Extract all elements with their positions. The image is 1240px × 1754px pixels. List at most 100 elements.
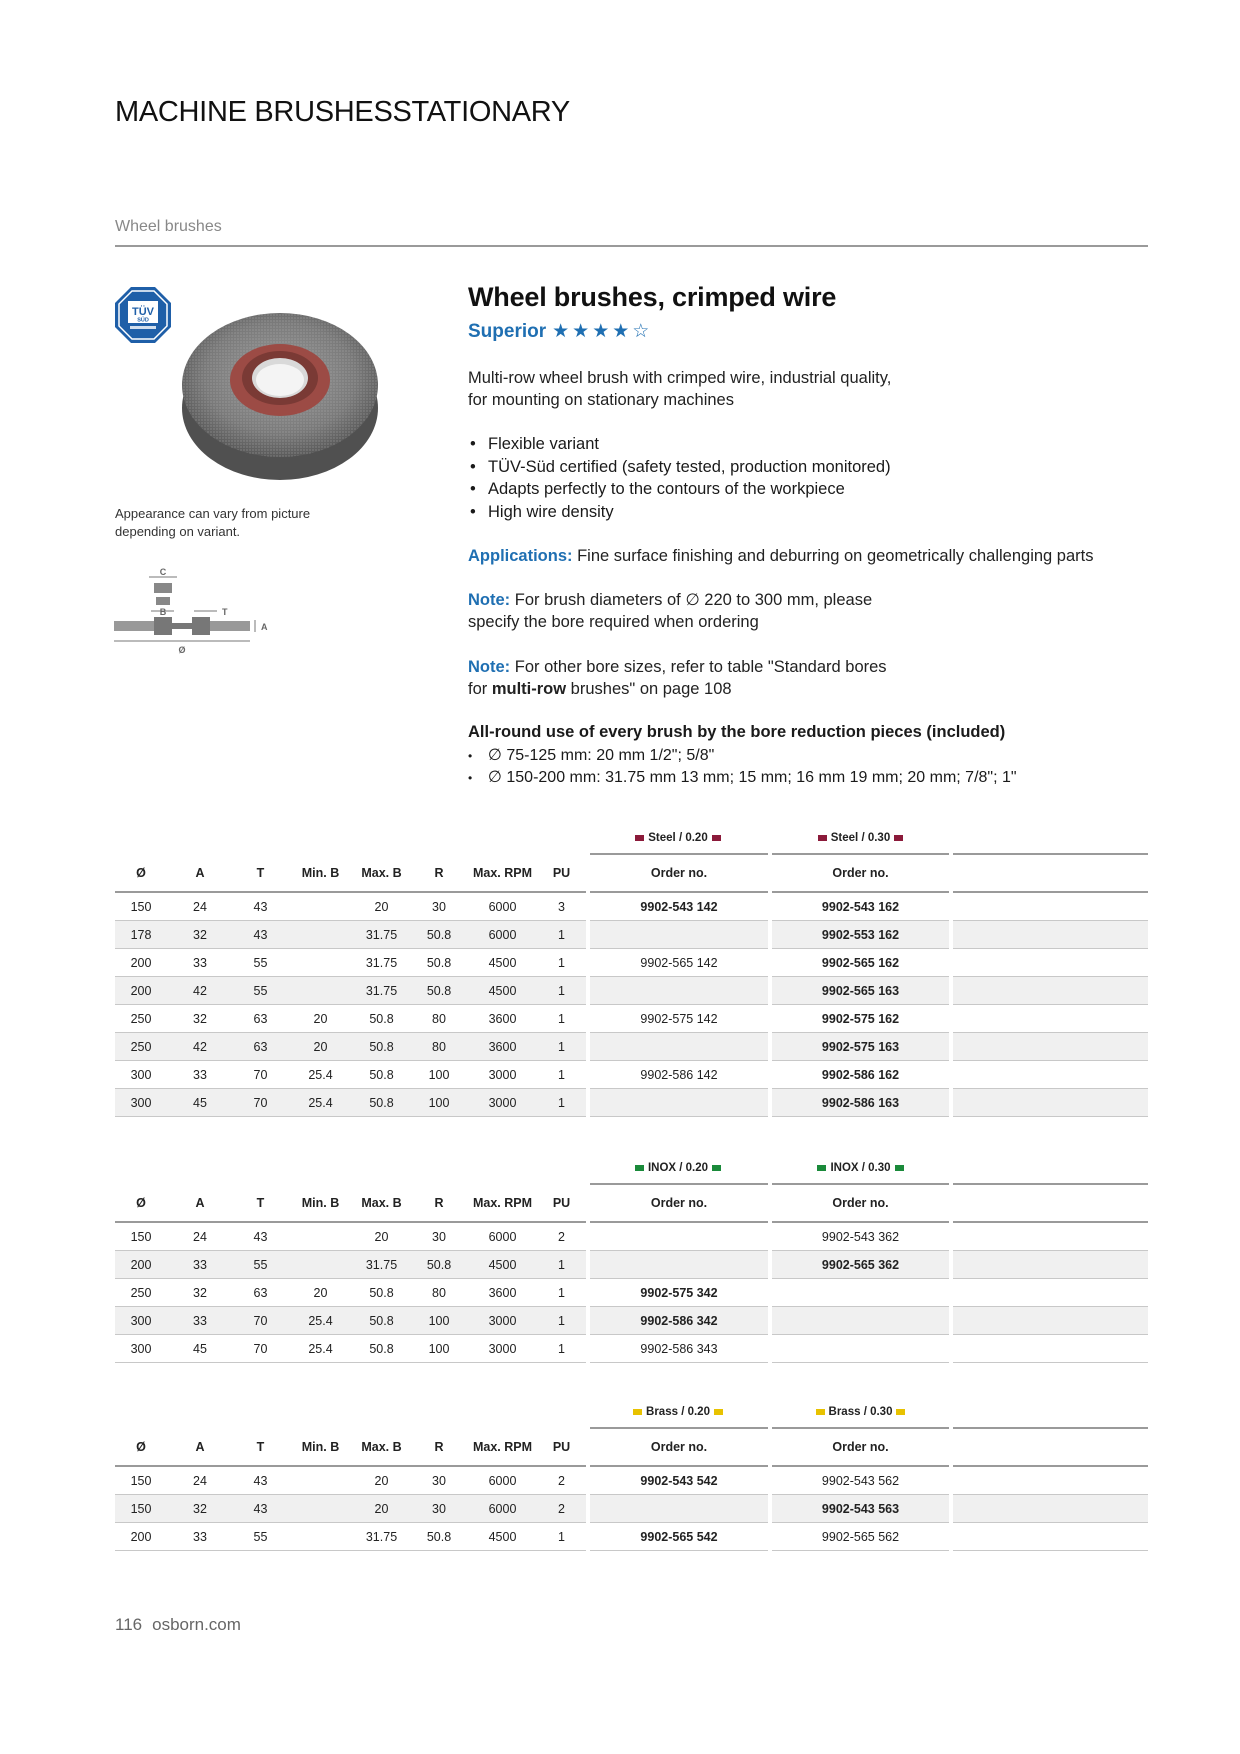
material-color-icon (817, 1164, 827, 1171)
column-header: Order no. (768, 854, 951, 893)
cell-d: 150 (115, 892, 167, 921)
page-footer: 116 osborn.com (115, 1615, 251, 1635)
cell-maxb: 50.8 (353, 1060, 410, 1089)
cell-maxb: 50.8 (353, 1004, 410, 1033)
cell-d: 150 (115, 1494, 167, 1523)
column-header: Max. B (353, 1428, 410, 1467)
column-header: PU (537, 1428, 588, 1467)
order-number: 9902-586 342 (586, 1306, 770, 1335)
cell-a: 24 (167, 892, 233, 921)
cell-t: 63 (233, 1278, 288, 1307)
material-header: Brass / 0.20 (588, 1397, 770, 1429)
cell-r: 50.8 (410, 920, 468, 949)
cell-rpm: 3600 (468, 1278, 537, 1307)
cell-r: 100 (410, 1060, 468, 1089)
cell-r: 30 (410, 1494, 468, 1523)
column-header: A (167, 854, 233, 893)
note-label: Note: (468, 658, 511, 676)
order-number: 9902-565 542 (586, 1522, 770, 1551)
cell-t: 70 (233, 1060, 288, 1089)
material-header: INOX / 0.30 (768, 1153, 951, 1185)
product-title: Wheel brushes, crimped wire (468, 282, 837, 312)
cell-minb: 25.4 (288, 1334, 353, 1363)
column-header: PU (537, 1184, 588, 1223)
cell-pu: 2 (537, 1494, 588, 1523)
cell-r: 50.8 (410, 1250, 468, 1279)
cell-a: 33 (167, 948, 233, 977)
c-dimension-label: C (160, 567, 167, 577)
material-header: Brass / 0.30 (768, 1397, 951, 1429)
sud-badge-text: SÜD (137, 317, 149, 324)
cell-rpm: 6000 (468, 1222, 537, 1251)
cell-rpm: 3000 (468, 1334, 537, 1363)
material-label: Brass / 0.20 (646, 1406, 710, 1418)
order-number: 9902-565 362 (768, 1250, 951, 1279)
order-number: 9902-575 142 (586, 1004, 770, 1033)
cell-maxb: 50.8 (353, 1032, 410, 1061)
cell-maxb: 31.75 (353, 948, 410, 977)
cell-a: 42 (167, 976, 233, 1005)
cell-minb (288, 920, 353, 949)
cell-minb: 25.4 (288, 1306, 353, 1335)
tuv-badge-text: TÜV (132, 305, 155, 318)
cell-minb (288, 948, 353, 977)
cell-maxb: 20 (353, 892, 410, 921)
cell-d: 300 (115, 1088, 167, 1117)
cell-pu: 1 (537, 1334, 588, 1363)
material-color-icon (634, 1164, 644, 1171)
cell-d: 300 (115, 1334, 167, 1363)
cell-pu: 1 (537, 1522, 588, 1551)
website: osborn.com (152, 1615, 241, 1634)
applications-body: Fine surface finishing and deburring on … (572, 547, 1094, 565)
note-standard-bores: Note: For other bore sizes, refer to tab… (468, 656, 908, 700)
column-header: A (167, 1184, 233, 1223)
cell-pu: 1 (537, 1004, 588, 1033)
cell-rpm: 4500 (468, 1522, 537, 1551)
applications-label: Applications: (468, 547, 573, 565)
note-bold-text: multi-row (491, 680, 567, 698)
column-header: R (410, 1428, 468, 1467)
cell-rpm: 3000 (468, 1060, 537, 1089)
page-number: 116 (115, 1615, 143, 1634)
cell-r: 50.8 (410, 1522, 468, 1551)
section-divider (115, 245, 1148, 247)
applications-text: Applications: Fine surface finishing and… (468, 545, 1168, 567)
cell-minb (288, 1494, 353, 1523)
product-photo (182, 313, 378, 480)
cell-a: 33 (167, 1306, 233, 1335)
cell-a: 32 (167, 920, 233, 949)
order-number: 9902-543 563 (768, 1494, 951, 1523)
cell-r: 30 (410, 1222, 468, 1251)
cell-rpm: 6000 (468, 1494, 537, 1523)
cell-t: 55 (233, 948, 288, 977)
section-label: Wheel brushes (115, 218, 222, 235)
column-header: T (233, 1428, 288, 1467)
cell-d: 200 (115, 1250, 167, 1279)
material-header: Steel / 0.30 (768, 823, 951, 855)
cell-rpm: 4500 (468, 1250, 537, 1279)
cell-maxb: 31.75 (353, 1250, 410, 1279)
note-label: Note: (468, 591, 511, 609)
a-dimension-label: A (261, 622, 268, 632)
cell-minb (288, 892, 353, 921)
star-rating-icon: ★★★★☆ (552, 321, 653, 342)
column-header: T (233, 1184, 288, 1223)
cell-pu: 1 (537, 1032, 588, 1061)
cell-d: 178 (115, 920, 167, 949)
column-header: Max. B (353, 854, 410, 893)
cell-pu: 1 (537, 1306, 588, 1335)
diameter-dimension-label: Ø (178, 645, 185, 655)
order-number: 9902-575 342 (586, 1278, 770, 1307)
cell-r: 80 (410, 1032, 468, 1061)
bore-reduction-list: ∅ 75-125 mm: 20 mm 1/2"; 5/8"∅ 150-200 m… (468, 745, 1017, 789)
